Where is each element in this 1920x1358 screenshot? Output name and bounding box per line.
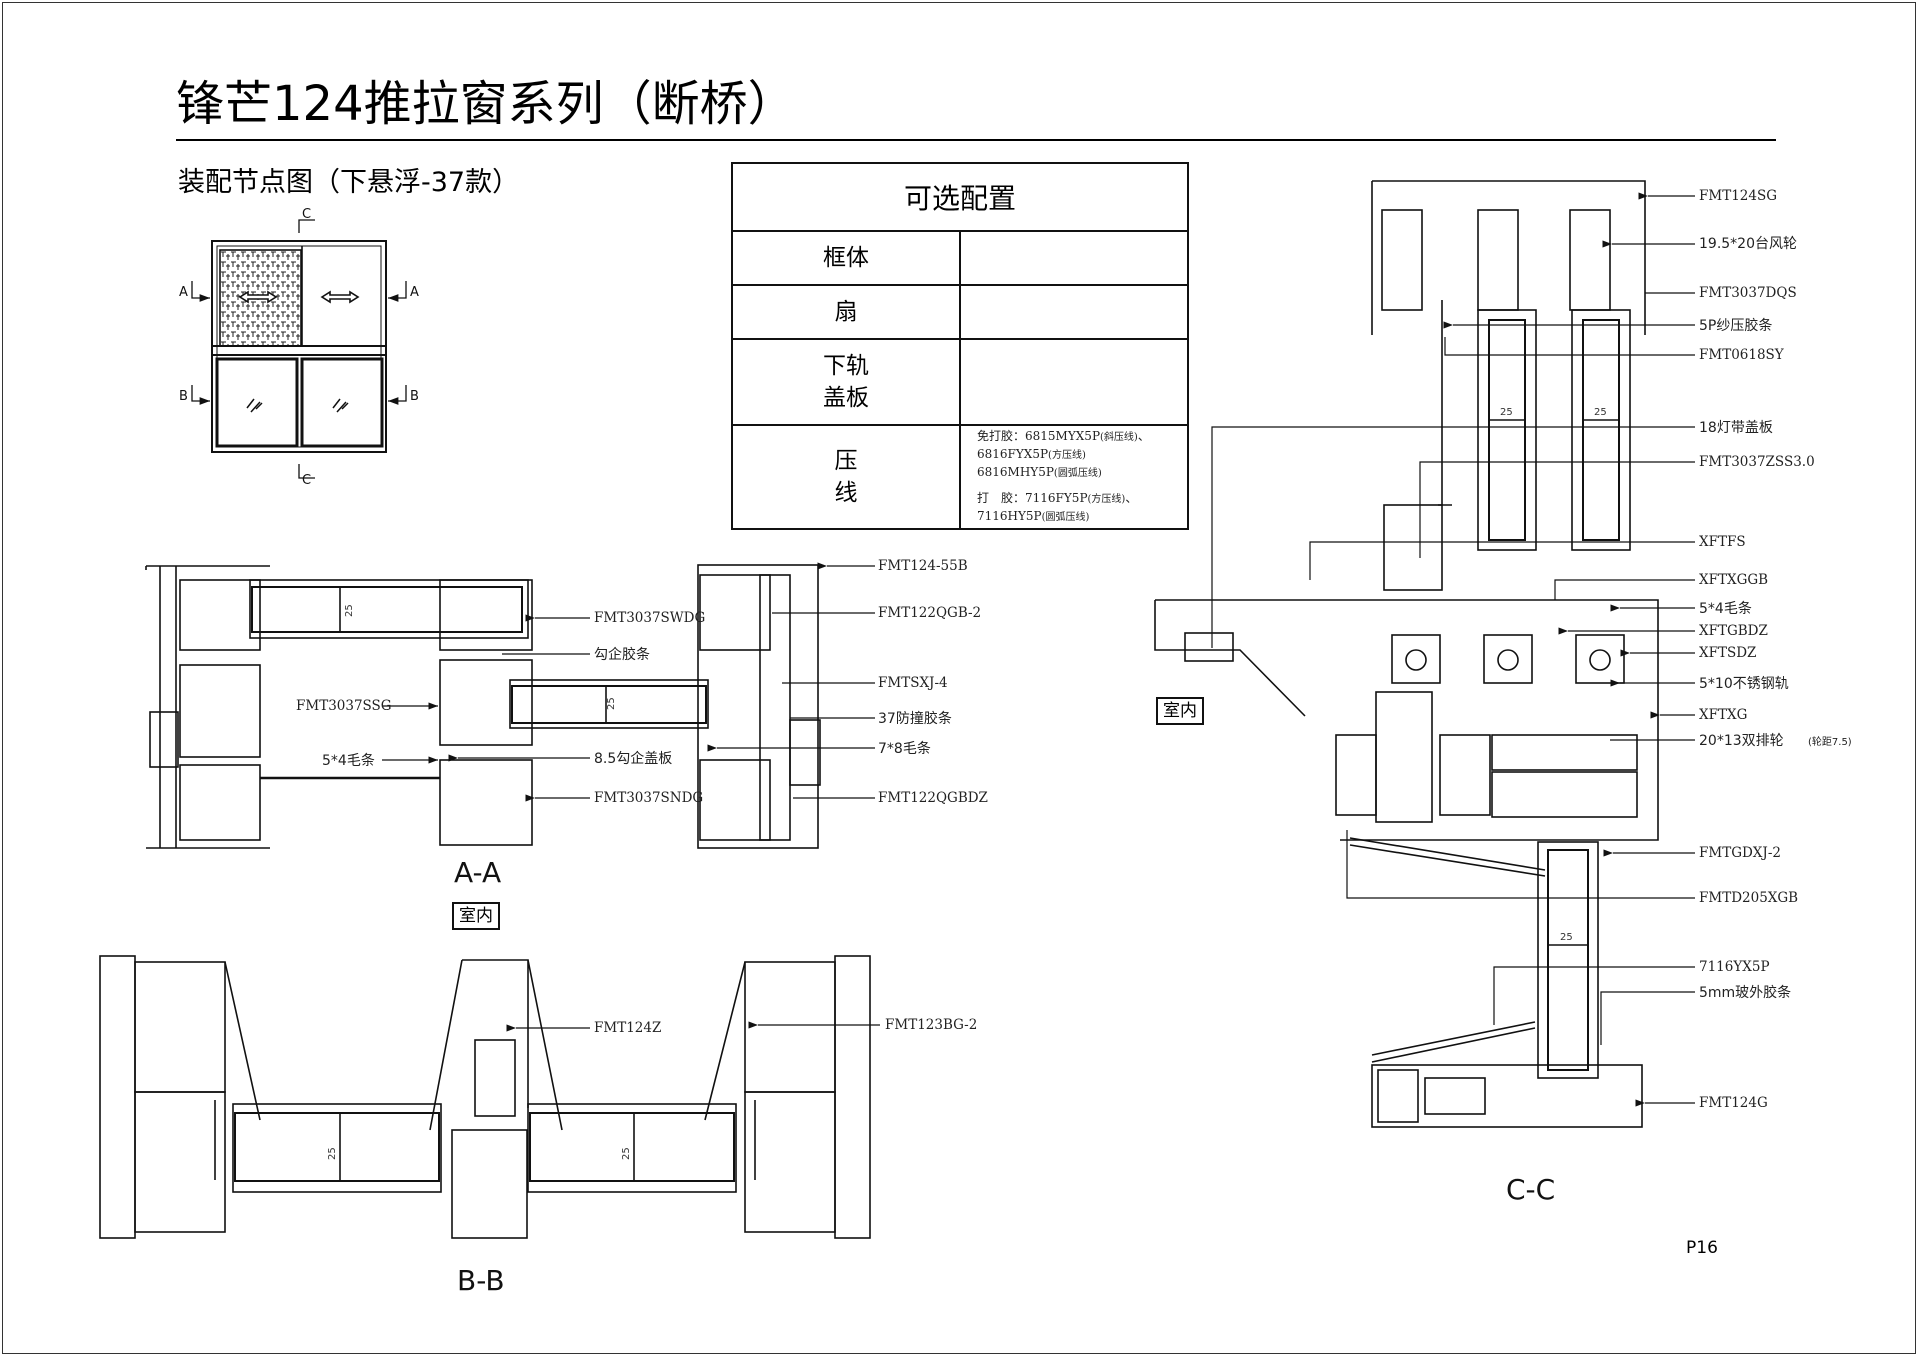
slide-arrow-icon: [320, 290, 360, 304]
glass-dimension: 25: [606, 697, 617, 710]
bead-note: (圆弧压线): [1053, 468, 1102, 479]
section-aa-drawing: [145, 564, 821, 849]
callout-label: FMTSXJ-4: [878, 675, 948, 691]
callout-label: 7*8毛条: [878, 740, 931, 757]
bead-line: 免打胶：6815MYX5P(斜压线)、6816FYX5P(方压线): [977, 429, 1150, 461]
section-marker-a-right: A: [410, 285, 419, 300]
callout-label: FMT122QGBDZ: [878, 790, 988, 806]
config-row-value: 免打胶：6815MYX5P(斜压线)、6816FYX5P(方压线) 6816MH…: [959, 424, 1189, 530]
page-subtitle: 装配节点图（下悬浮-37款）: [178, 167, 520, 198]
indoor-label-cc: 室内: [1156, 697, 1204, 725]
bead-code: 7116FY5P: [1025, 491, 1088, 505]
window-elevation: [191, 219, 407, 479]
callout-label: FMT0618SY: [1699, 347, 1785, 363]
config-row-value: [959, 230, 1189, 286]
config-row-value: [959, 284, 1189, 340]
glass-mark-icon: [332, 398, 349, 413]
bead-code: 6815MYX5P: [1025, 429, 1101, 443]
callout-label: FMT3037DQS: [1699, 285, 1797, 301]
callout-label: FMT3037SWDG: [594, 610, 705, 626]
section-bb-drawing: [99, 955, 871, 1239]
callout-label: FMTGDXJ-2: [1699, 845, 1781, 861]
callout-label: FMT123BG-2: [885, 1017, 977, 1033]
bead-note: (斜压线): [1100, 432, 1138, 443]
callout-label: 5P纱压胶条: [1699, 317, 1772, 334]
callout-label: 5*10不锈钢轨: [1699, 676, 1789, 692]
bead-line: 打 胶：7116FY5P(方压线)、7116HY5P(圆弧压线): [977, 491, 1138, 523]
callout-label: 勾企胶条: [594, 646, 650, 663]
section-title-cc: C-C: [1506, 1173, 1555, 1206]
callout-label: 37防撞胶条: [878, 710, 952, 727]
title-divider: [176, 139, 1776, 141]
callout-label: XFTXGGB: [1699, 572, 1768, 588]
config-row-rail-cover: 下轨 盖板: [731, 338, 1189, 426]
indoor-label-aa: 室内: [452, 902, 500, 930]
config-row-label-line: 下轨: [823, 353, 869, 379]
config-table-heading: 可选配置: [731, 162, 1189, 232]
glass-dimension: 25: [621, 1147, 632, 1160]
config-table: 可选配置 框体 扇 下轨 盖板 压 线 免打胶：6815MYX5P(斜压线)、6…: [731, 162, 1189, 530]
config-row-value: [959, 338, 1189, 426]
callout-label: XFTFS: [1699, 534, 1746, 550]
section-title-aa: A-A: [454, 856, 501, 889]
section-marker-c-bottom: C: [302, 473, 311, 488]
section-marker-b-right: B: [410, 389, 419, 404]
glass-dimension: 25: [1560, 932, 1573, 943]
callout-label-note: (轮距7.5): [1808, 735, 1852, 748]
glass-dimension: 25: [1594, 407, 1607, 418]
section-cc-drawing: [1154, 180, 1659, 1128]
glass-dimension: 25: [344, 604, 355, 617]
bead-note: (方压线): [1048, 450, 1086, 461]
bead-note: (圆弧压线): [1041, 512, 1090, 523]
callout-label: 18灯带盖板: [1699, 420, 1773, 436]
callout-label: 7116YX5P: [1699, 959, 1770, 975]
callout-label: FMT124G: [1699, 1095, 1768, 1111]
section-marker-c-top: C: [302, 207, 311, 222]
bead-prefix: 打 胶：: [977, 491, 1026, 505]
bead-code: 6816FYX5P: [977, 447, 1049, 461]
bead-code: 6816MHY5P: [977, 465, 1054, 479]
callout-label: 5*4毛条: [322, 752, 375, 769]
slide-arrow-icon: [238, 290, 278, 304]
callout-label: FMT124SG: [1699, 188, 1777, 204]
glass-dimension: 25: [327, 1147, 338, 1160]
bead-prefix: 免打胶：: [977, 429, 1026, 443]
bead-note: (方压线): [1087, 494, 1126, 505]
config-row-label: 扇: [731, 284, 961, 340]
config-row-label-line: 线: [834, 480, 858, 506]
config-row-sash: 扇: [731, 284, 1189, 340]
callout-label: XFTGBDZ: [1699, 623, 1768, 639]
callout-label: FMT3037SSG: [296, 698, 392, 714]
section-marker-a-left: A: [179, 285, 188, 300]
config-row-frame: 框体: [731, 230, 1189, 286]
page-number: P16: [1686, 1238, 1718, 1258]
glass-dimension: 25: [1500, 407, 1513, 418]
callout-label: FMT122QGB-2: [878, 605, 981, 621]
callout-label: 8.5勾企盖板: [594, 750, 672, 767]
config-row-label: 框体: [731, 230, 961, 286]
callout-label: 20*13双排轮: [1699, 733, 1784, 749]
callout-label: 19.5*20台风轮: [1699, 236, 1797, 252]
callout-label: FMTD205XGB: [1699, 890, 1798, 906]
bead-line: 6816MHY5P(圆弧压线): [977, 464, 1187, 482]
bead-code: 7116HY5P: [977, 509, 1042, 523]
page-title: 锋芒124推拉窗系列（断桥）: [176, 76, 796, 132]
callout-label: FMT3037SNDG: [594, 790, 703, 806]
callout-label: XFTXG: [1699, 707, 1747, 723]
callout-label: 5mm玻外胶条: [1699, 984, 1791, 1001]
config-row-label: 压 线: [731, 424, 961, 530]
config-row-glazing-bead: 压 线 免打胶：6815MYX5P(斜压线)、6816FYX5P(方压线) 68…: [731, 424, 1189, 530]
section-marker-b-left: B: [179, 389, 188, 404]
section-title-bb: B-B: [457, 1264, 505, 1297]
callout-label: XFTSDZ: [1699, 645, 1756, 661]
config-row-label-line: 盖板: [823, 385, 869, 411]
callout-label: FMT3037ZSS3.0: [1699, 454, 1815, 470]
config-row-label: 下轨 盖板: [731, 338, 961, 426]
callout-label: FMT124-55B: [878, 558, 968, 574]
callout-label: 5*4毛条: [1699, 600, 1752, 617]
callout-label: FMT124Z: [594, 1020, 661, 1036]
glass-mark-icon: [246, 398, 263, 413]
config-row-label-line: 压: [834, 448, 858, 474]
